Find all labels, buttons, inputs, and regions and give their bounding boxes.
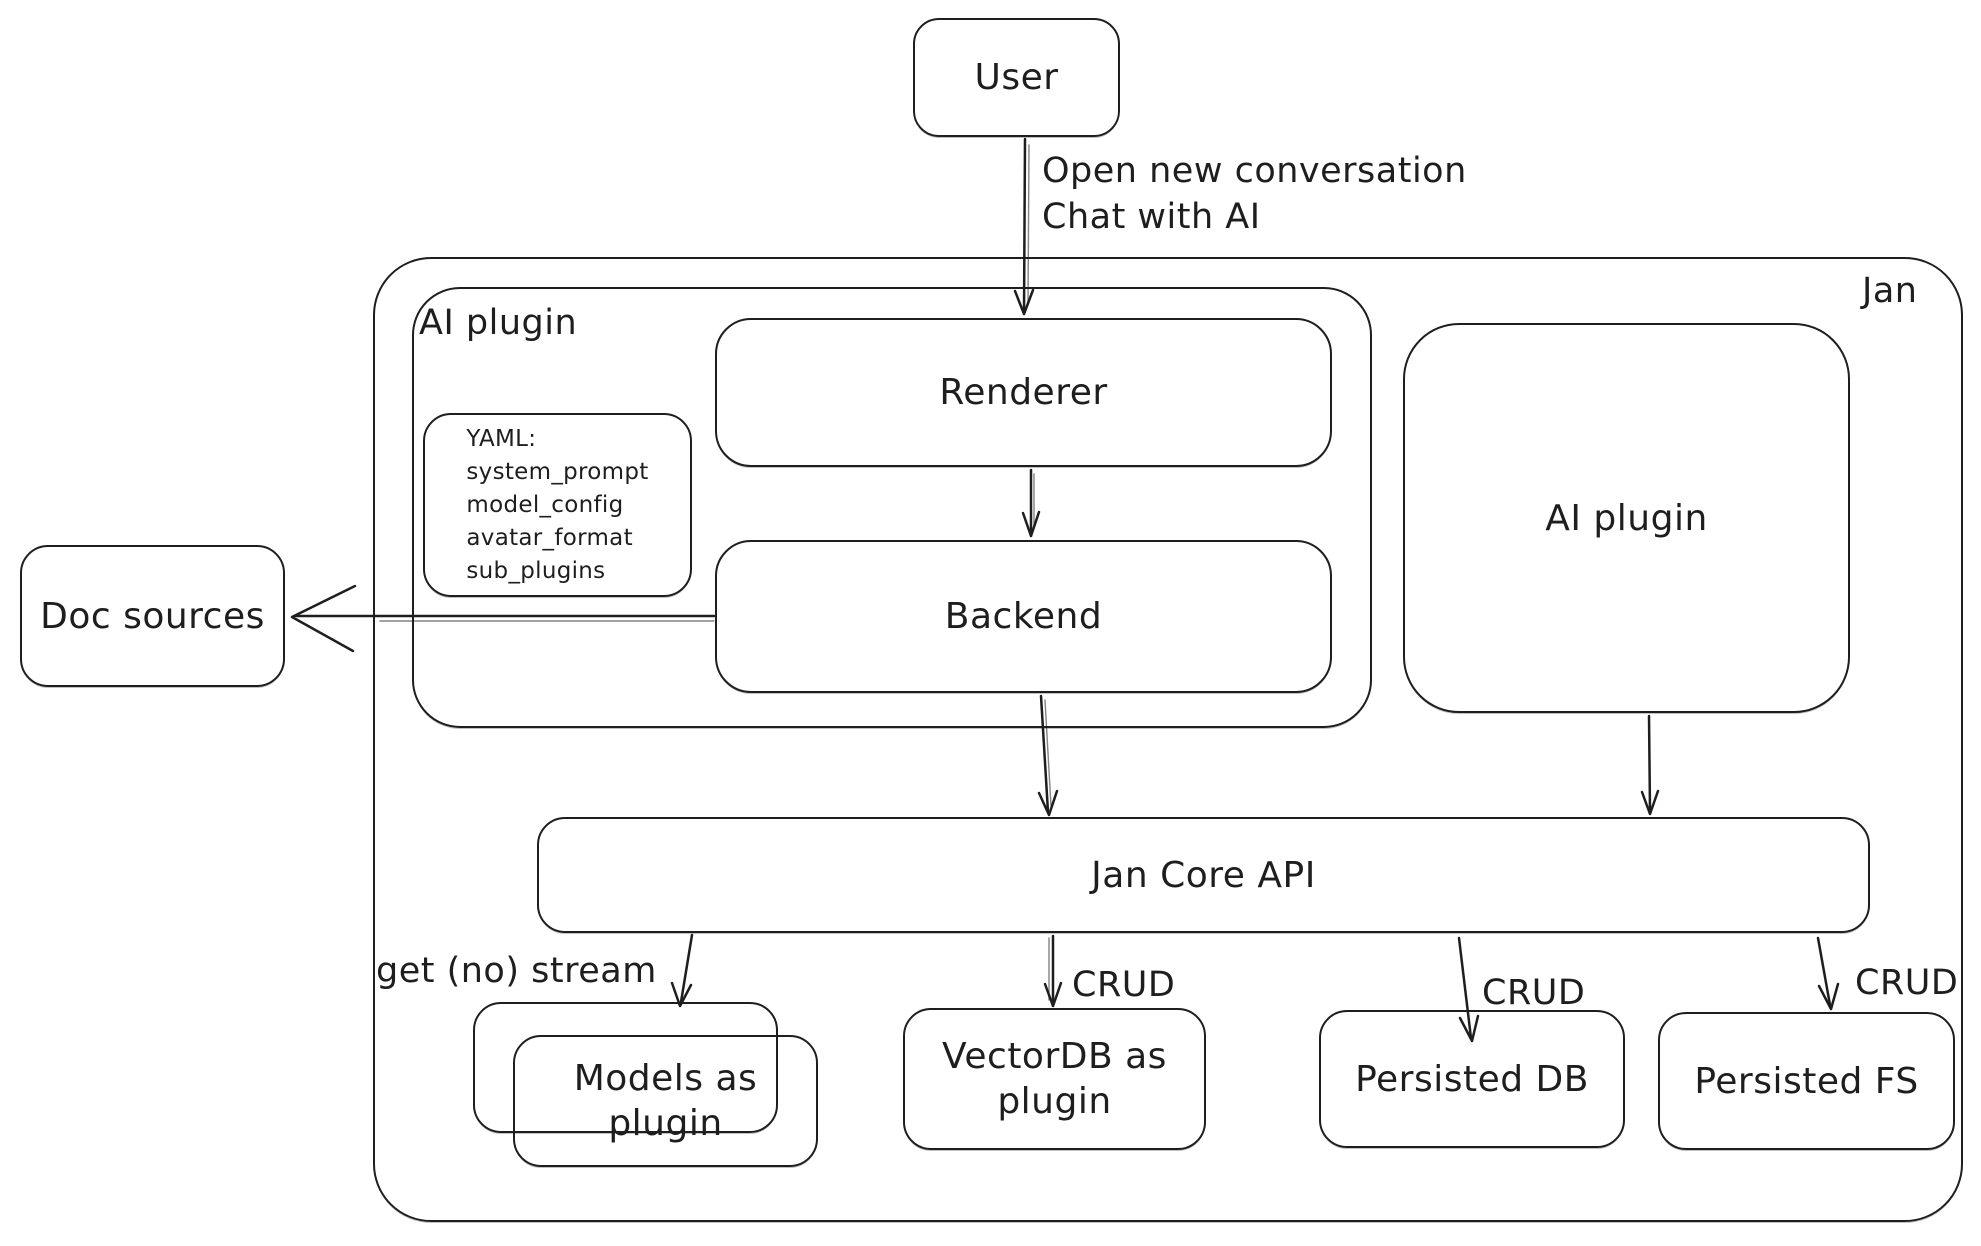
persisted-db-label: Persisted DB: [1355, 1058, 1589, 1100]
models-label: Models as plugin: [573, 1058, 758, 1144]
backend-node: Backend: [715, 540, 1332, 693]
vectordb-node: VectorDB as plugin: [903, 1008, 1206, 1150]
edge-label-open-conversation: Open new conversation Chat with AI: [1042, 148, 1467, 240]
ai-plugin-right-node: AI plugin: [1403, 323, 1850, 713]
jan-container: [373, 257, 1963, 1222]
backend-label: Backend: [944, 596, 1103, 637]
yaml-line: YAML:: [466, 425, 537, 452]
jan-label: Jan: [1862, 271, 1918, 311]
yaml-note-text: YAML: system_prompt model_config avatar_…: [466, 423, 648, 588]
persisted-fs-label: Persisted FS: [1694, 1060, 1919, 1102]
persisted-fs-node: Persisted FS: [1658, 1012, 1955, 1150]
renderer-node: Renderer: [715, 318, 1332, 467]
edge-label-line1: Open new conversation: [1042, 151, 1467, 191]
ai-plugin-right-label: AI plugin: [1545, 497, 1708, 539]
edge-label-get-no-stream: get (no) stream: [376, 951, 657, 991]
models-node: Models as plugin: [513, 1035, 818, 1167]
vectordb-label: VectorDB as plugin: [942, 1036, 1167, 1122]
models-back-box: [473, 1002, 778, 1133]
yaml-line: model_config: [466, 491, 624, 518]
yaml-line: sub_plugins: [466, 557, 606, 584]
edge-label-crud-persisted-db: CRUD: [1482, 973, 1586, 1013]
yaml-line: avatar_format: [466, 524, 633, 551]
persisted-db-node: Persisted DB: [1319, 1010, 1625, 1148]
ai-plugin-left-container: [412, 287, 1372, 728]
renderer-label: Renderer: [939, 372, 1108, 413]
doc-sources-label: Doc sources: [40, 595, 265, 637]
jan-core-api-label: Jan Core API: [1091, 854, 1316, 896]
doc-sources-node: Doc sources: [20, 545, 285, 687]
edge-label-crud-vectordb: CRUD: [1072, 965, 1176, 1005]
ai-plugin-left-label: AI plugin: [419, 303, 578, 343]
user-node: User: [913, 18, 1120, 137]
user-label: User: [974, 57, 1059, 98]
jan-core-api-node: Jan Core API: [537, 817, 1870, 933]
edge-label-line2: Chat with AI: [1042, 197, 1261, 238]
edge-label-crud-persisted-fs: CRUD: [1855, 963, 1959, 1003]
yaml-note: YAML: system_prompt model_config avatar_…: [423, 413, 692, 597]
yaml-line: system_prompt: [466, 458, 649, 485]
